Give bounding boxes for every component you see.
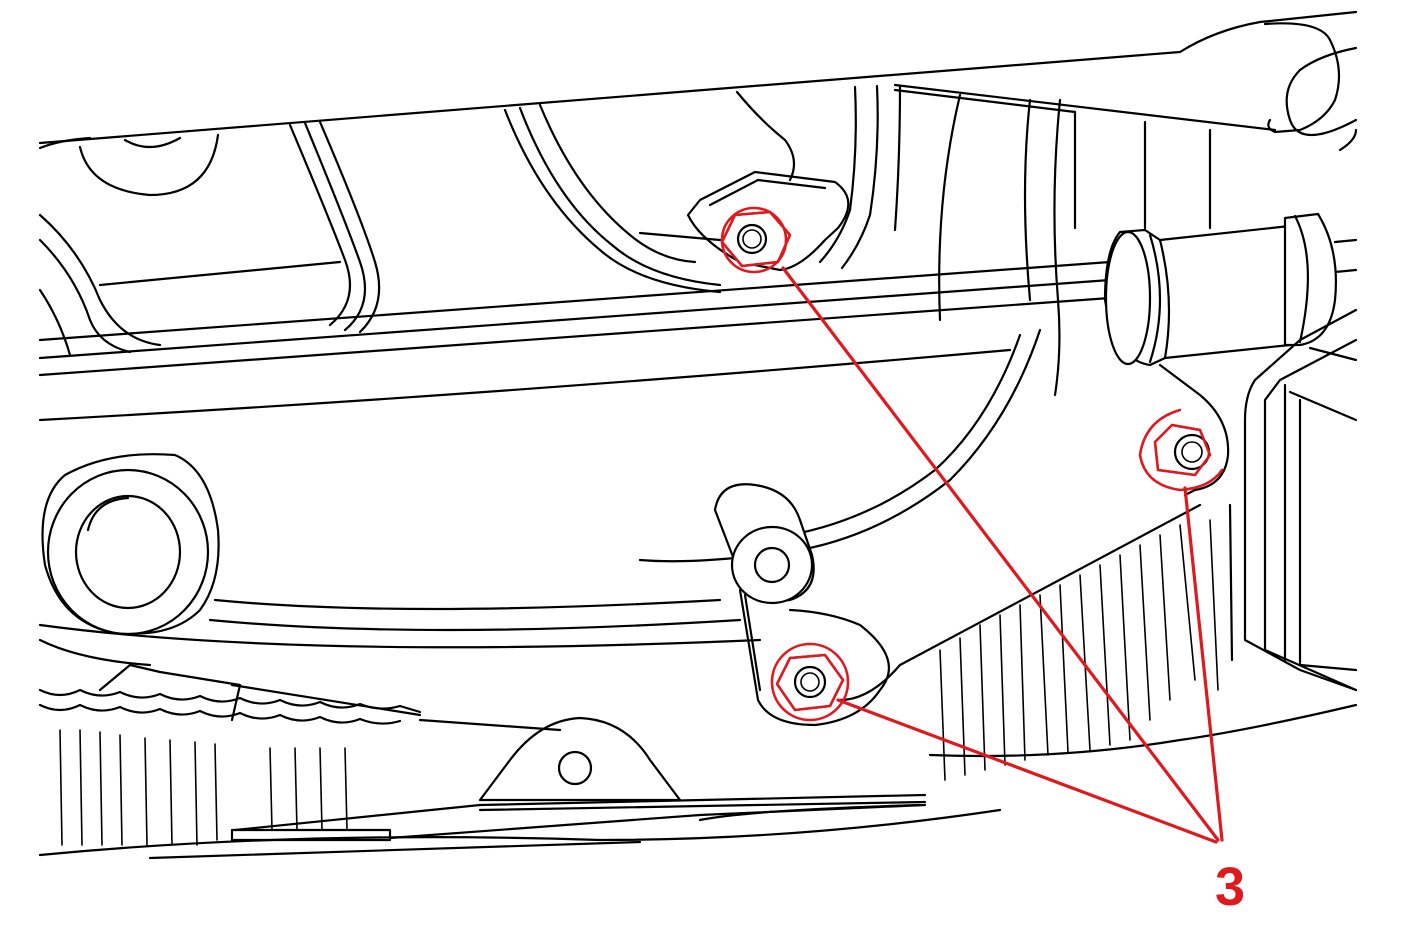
lower-clamp — [38, 663, 1002, 860]
lower-link — [738, 588, 890, 727]
rib-channels — [288, 84, 902, 334]
shaft-bushing — [1103, 212, 1338, 367]
center-dowel — [713, 483, 815, 605]
callout-label-3: 3 — [1215, 857, 1245, 917]
callout-leaders — [781, 266, 1224, 844]
left-cylinder — [41, 453, 220, 636]
upper-left-nut — [720, 206, 792, 274]
shaft — [38, 238, 1358, 422]
upper-mount-plate — [686, 170, 850, 272]
upper-housing — [38, 10, 1358, 397]
hatching — [939, 519, 1219, 781]
lower-nut — [770, 642, 850, 722]
upper-left-boss — [38, 133, 342, 357]
right-nut — [1138, 408, 1224, 492]
lower-ridges — [59, 729, 348, 846]
right-bracket — [838, 308, 1358, 758]
